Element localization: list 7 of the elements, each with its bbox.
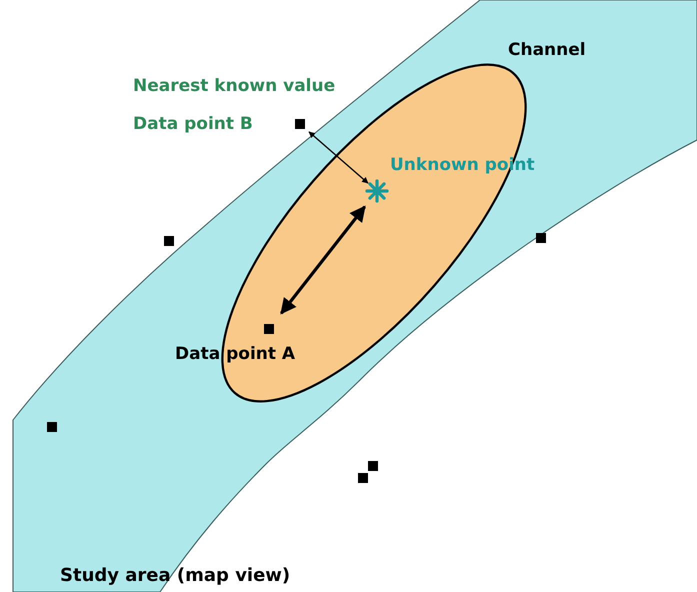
note-label: Nearest known value bbox=[133, 76, 336, 96]
point-label: Data point B bbox=[133, 114, 253, 134]
point-label: Data point A bbox=[175, 344, 296, 364]
channel-label: Channel bbox=[508, 40, 586, 60]
double-arrow bbox=[280, 206, 366, 314]
caption: Study area (map view) bbox=[60, 566, 290, 586]
double-arrow bbox=[308, 131, 368, 184]
